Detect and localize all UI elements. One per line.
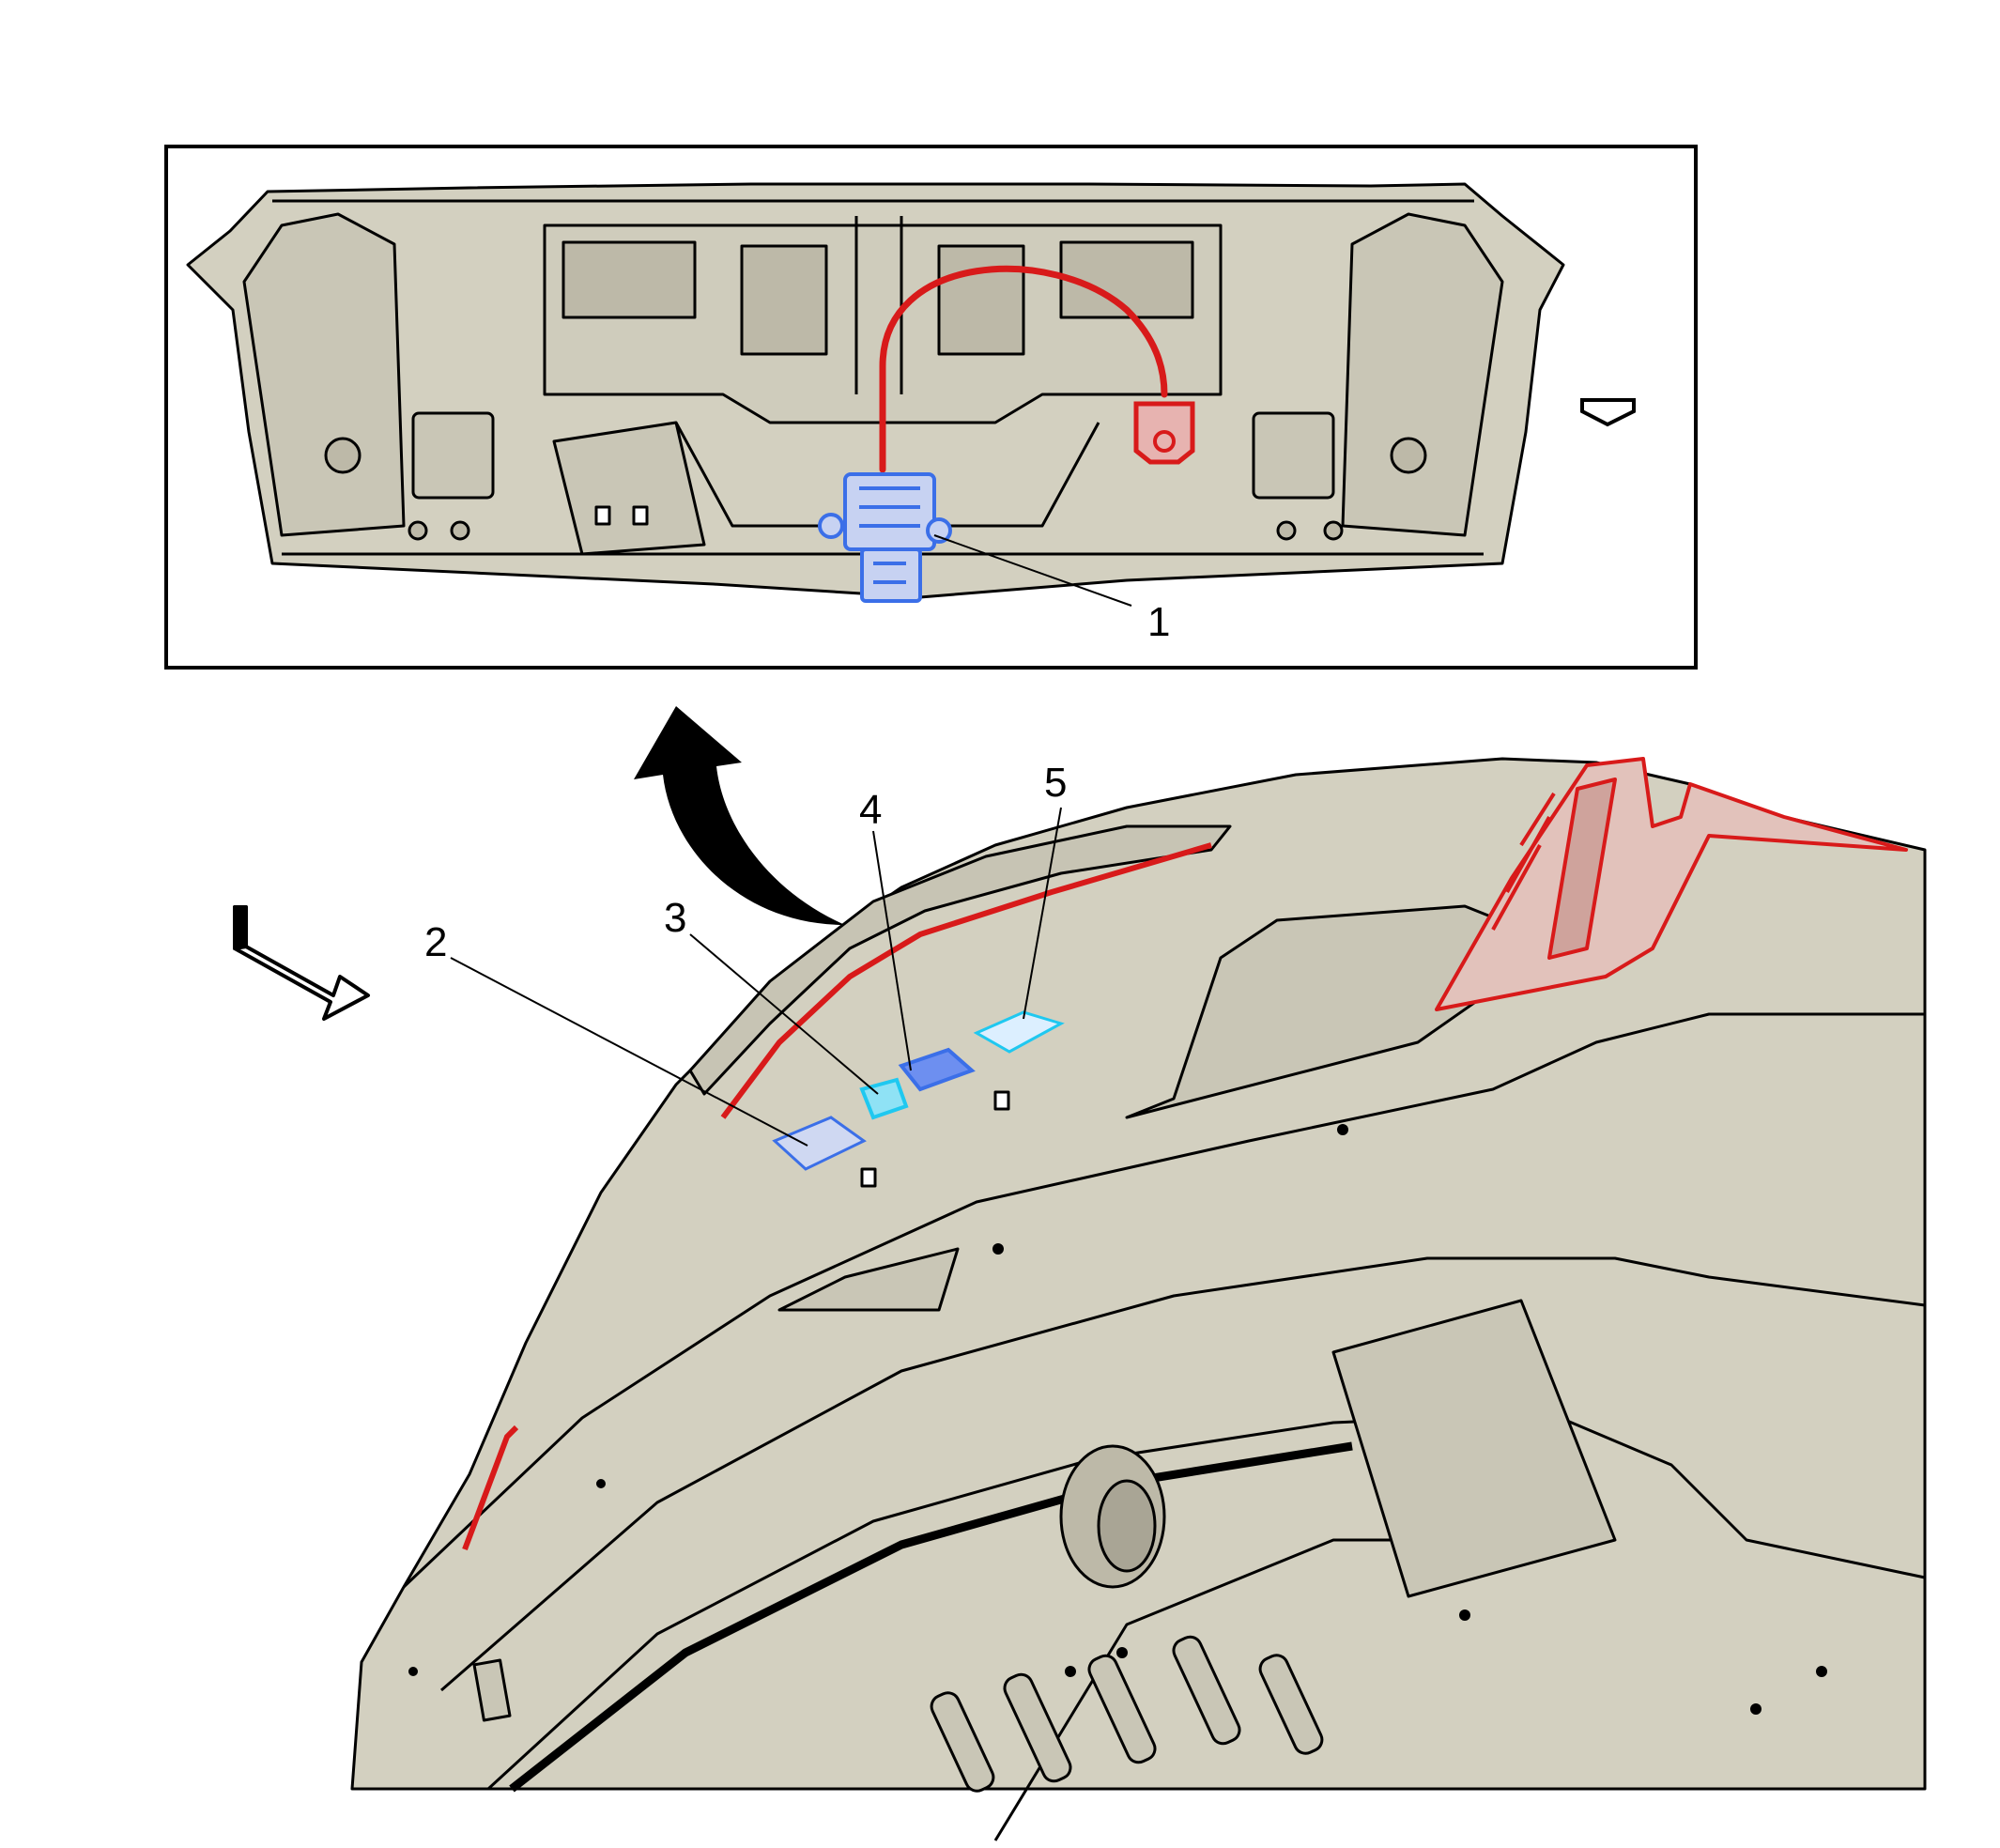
view-direction-arrow-icon [1580,398,1636,427]
forward-direction-arrow-icon [233,905,370,1021]
control-module-blue [818,472,952,603]
inset-reference-arrow-icon [634,706,845,925]
component-2-outline [772,1116,867,1171]
vehicle-rear-underbody [350,757,1927,1841]
trim-molding-red-lower [462,1424,519,1551]
tail-lamp-red [1435,757,1908,1011]
callout-4: 4 [859,787,882,833]
leader-line-4 [872,830,912,1071]
leader-line-3 [689,933,879,1095]
inset-view: 1 [164,145,1698,670]
callout-2: 2 [424,919,447,965]
callout-3: 3 [664,895,686,941]
component-4-part [898,1047,976,1092]
callout-1: 1 [1147,599,1170,645]
component-5-outline [973,1010,1065,1054]
wiring-harness-red [879,265,1195,473]
leader-line-2 [450,957,808,1147]
leader-line-5 [1023,807,1062,1020]
callout-5: 5 [1044,760,1067,806]
trim-molding-red [720,842,1212,1119]
leader-line-1 [933,534,1132,607]
